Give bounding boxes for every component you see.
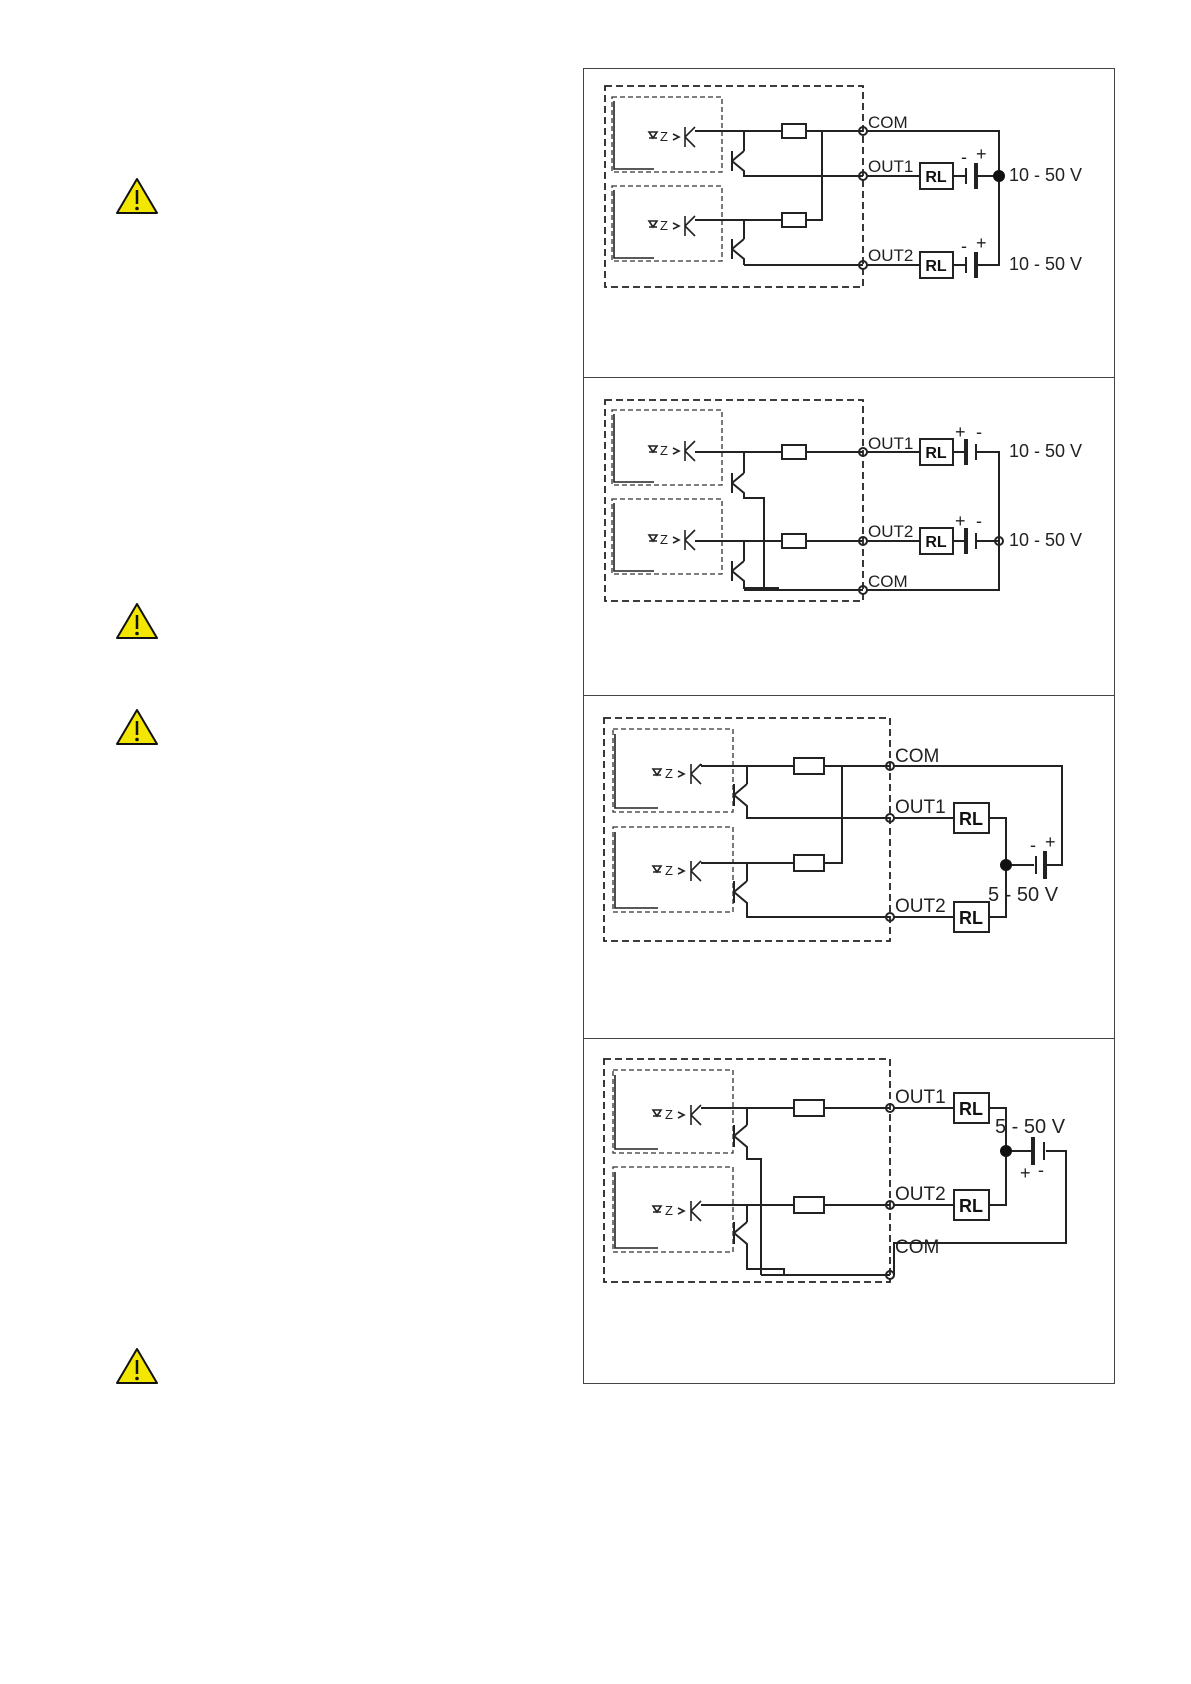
resistor-2 (782, 534, 806, 548)
voltage-label: 10 - 50 V (1009, 441, 1082, 461)
resistor-1 (782, 445, 806, 459)
svg-text:Z: Z (665, 766, 673, 781)
voltage-label: 10 - 50 V (1009, 165, 1082, 185)
terminal-com-label: COM (895, 746, 939, 767)
polarity-minus: - (961, 236, 967, 256)
battery-1 (966, 163, 976, 189)
wiring-diagram-3: Z Z COM OUT1 OUT2 RL RL - + 5 - 50 V (584, 696, 1114, 1037)
wiring-diagram-1: Z Z COM OUT1 OUT2 RL RL - + - + 10 - 50 … (584, 69, 1114, 376)
relay-label: RL (959, 908, 983, 928)
optocoupler-2 (613, 827, 733, 912)
wiring-diagram-2: Z Z OUT1 OUT2 COM RL RL + - + - 10 - 50 … (584, 378, 1114, 694)
battery (1036, 851, 1045, 879)
polarity-plus: + (976, 233, 987, 253)
polarity-minus: - (1038, 1160, 1044, 1180)
terminal-com-label: COM (895, 1237, 939, 1258)
optocoupler-1 (613, 1070, 733, 1153)
junction-dot (1000, 1145, 1012, 1157)
relay-label: RL (925, 169, 947, 186)
relay-label: RL (925, 445, 947, 462)
svg-text:Z: Z (660, 532, 668, 547)
junction-dot (1000, 859, 1012, 871)
svg-text:Z: Z (665, 863, 673, 878)
resistor-1 (794, 1100, 824, 1116)
terminal-out1-label: OUT1 (868, 434, 913, 453)
svg-text:Z: Z (660, 443, 668, 458)
terminal-com-label: COM (868, 572, 908, 591)
svg-text:Z: Z (665, 1203, 673, 1218)
optocoupler-2 (613, 1167, 733, 1252)
polarity-minus: - (1030, 835, 1036, 855)
terminal-out2-label: OUT2 (868, 522, 913, 541)
resistor-1 (794, 758, 824, 774)
relay-label: RL (959, 809, 983, 829)
polarity-minus: - (961, 147, 967, 167)
junction-dot (993, 170, 1005, 182)
relay-label: RL (925, 534, 947, 551)
terminal-out1-label: OUT1 (895, 797, 946, 818)
resistor-2 (782, 213, 806, 227)
polarity-minus: - (976, 422, 982, 442)
voltage-label: 10 - 50 V (1009, 254, 1082, 274)
wiring-diagram-4: Z Z OUT1 OUT2 COM RL RL + - 5 - 50 V (584, 1039, 1114, 1383)
device-housing (605, 86, 863, 287)
warning-icon (115, 708, 159, 746)
warning-icon (115, 177, 159, 215)
svg-text:Z: Z (660, 129, 668, 144)
relay-label: RL (959, 1196, 983, 1216)
resistor-2 (794, 1197, 824, 1213)
voltage-label: 5 - 50 V (995, 1116, 1066, 1138)
polarity-minus: - (976, 511, 982, 531)
terminal-out1-label: OUT1 (895, 1087, 946, 1108)
opto-symbol-2: Z (614, 190, 695, 258)
opto-symbol-1: Z (614, 101, 695, 169)
polarity-plus: + (955, 511, 966, 531)
terminal-out1-label: OUT1 (868, 157, 913, 176)
voltage-label: 10 - 50 V (1009, 530, 1082, 550)
svg-text:Z: Z (660, 218, 668, 233)
terminal-out2-label: OUT2 (868, 246, 913, 265)
polarity-plus: + (955, 422, 966, 442)
polarity-plus: + (1045, 832, 1056, 852)
battery-2 (966, 528, 976, 554)
warning-icon (115, 602, 159, 640)
terminal-out2-label: OUT2 (895, 1184, 946, 1205)
polarity-plus: + (1020, 1163, 1031, 1183)
relay-label: RL (959, 1099, 983, 1119)
resistor-2 (794, 855, 824, 871)
voltage-label: 5 - 50 V (988, 884, 1059, 906)
battery-2 (966, 252, 976, 278)
resistor-1 (782, 124, 806, 138)
terminal-out2-label: OUT2 (895, 896, 946, 917)
svg-text:Z: Z (665, 1107, 673, 1122)
optocoupler-1 (613, 729, 733, 812)
warning-icon (115, 1347, 159, 1385)
terminal-com-label: COM (868, 113, 908, 132)
relay-label: RL (925, 258, 947, 275)
battery-1 (966, 439, 976, 465)
polarity-plus: + (976, 144, 987, 164)
